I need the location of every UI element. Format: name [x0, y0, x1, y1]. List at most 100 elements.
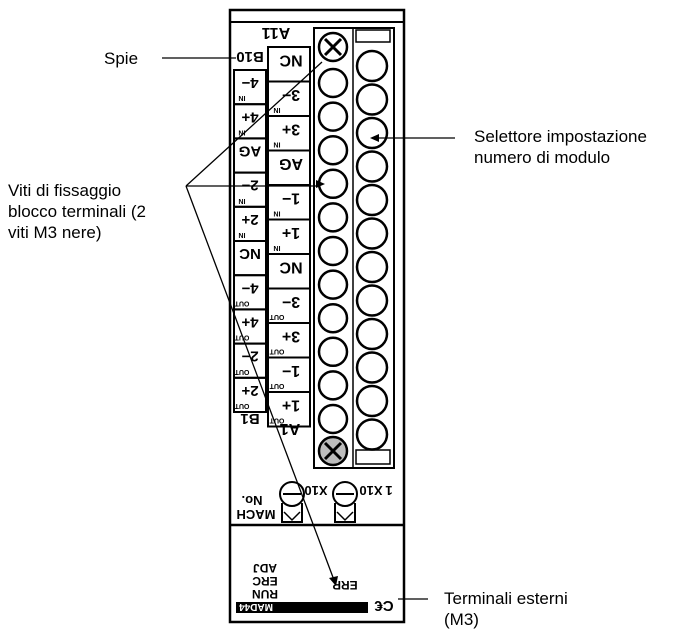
terminal-screw-icon: [355, 183, 389, 217]
right-terminal-label: AG: [279, 155, 303, 172]
viti-label-line-1: Viti di fissaggio: [8, 181, 122, 200]
x10-right-suffix: 1: [385, 483, 392, 498]
terminal-screw-icon: [317, 67, 349, 99]
led-erc-label: ERC: [252, 574, 278, 588]
left-terminal-label: 4+: [241, 108, 258, 125]
right-terminal-sublabel: OUT: [269, 313, 285, 320]
terminal-screw-icon: [355, 317, 389, 351]
right-terminal-sublabel: IN: [274, 106, 281, 113]
selettore-label-line-1: Selettore impostazione: [474, 127, 647, 146]
viti-leader-line-bottom: [185, 185, 335, 581]
screw-block-frame: [313, 27, 395, 469]
spie-label: Spie: [104, 49, 139, 68]
right-terminal-label: 1+: [282, 396, 300, 413]
viti-leader-line-top: [185, 61, 323, 187]
led-adj-label: ADJ: [253, 561, 277, 575]
mach-label: MACH: [237, 507, 276, 522]
left-bottom-label: B1: [240, 410, 259, 427]
terminal-screw-icon: [355, 418, 389, 451]
right-terminal-sublabel: IN: [274, 244, 281, 251]
terminal-screw-icon: [355, 217, 389, 250]
left-terminal-sublabel: IN: [239, 197, 246, 204]
terminali-label-line-2: (M3): [444, 610, 479, 629]
left-terminal-sublabel: IN: [239, 231, 246, 238]
right-terminal-label: 1−: [282, 189, 300, 206]
terminal-screw-icon: [317, 202, 349, 233]
rotary-switch-left-icon: [279, 481, 305, 523]
terminal-screw-icon: [317, 101, 349, 132]
left-terminal-label: 4−: [241, 279, 258, 296]
right-terminal-sublabel: OUT: [269, 348, 285, 355]
right-terminal-label: 1−: [282, 362, 300, 379]
x10-right-label: X10: [359, 483, 382, 498]
left-terminal-sublabel: IN: [239, 94, 246, 101]
model-label: MAD44: [239, 601, 273, 612]
led-err-label: ERR: [332, 578, 358, 592]
right-terminal-sublabel: OUT: [269, 417, 285, 424]
screw-column-top-slot: [355, 29, 391, 43]
right-terminal-sublabel: IN: [274, 210, 281, 217]
led-run-label: RUN: [252, 587, 278, 601]
left-terminal-sublabel: OUT: [234, 299, 250, 306]
right-terminal-cell: [267, 391, 311, 428]
viti-arrow-top: [316, 180, 325, 188]
terminal-screw-icon: [355, 49, 389, 83]
bottom-row-label: A1: [280, 420, 301, 437]
screw-column-bottom-slot: [355, 449, 391, 465]
module-housing: [228, 8, 406, 624]
no-label: No.: [242, 493, 263, 508]
right-terminal-label: 3+: [282, 120, 300, 137]
model-bar: [236, 602, 368, 613]
terminal-screw-icon: [317, 403, 349, 435]
terminali-label-line-1: Terminali esterni: [444, 589, 568, 608]
terminal-screw-icon: [355, 83, 389, 116]
x10-left-label: X10: [304, 483, 327, 498]
left-terminal-label: 2+: [241, 382, 258, 399]
rotary-switch-right-icon: [332, 481, 358, 523]
top-row-label: A11: [262, 24, 291, 41]
left-terminal-sublabel: OUT: [234, 334, 250, 341]
viti-label-line-3: viti M3 nere): [8, 223, 102, 242]
left-terminal-sublabel: OUT: [234, 368, 250, 375]
terminal-screw-icon: [317, 134, 349, 166]
logo-mark: C€: [374, 597, 394, 614]
terminal-screws-column-a: [317, 67, 349, 435]
fixing-screw-bottom-icon: [317, 435, 349, 467]
left-terminal-cell: [233, 376, 267, 413]
terminal-screw-icon: [317, 302, 349, 334]
terminal-screw-icon: [355, 384, 389, 418]
terminal-screw-icon: [355, 116, 389, 150]
right-terminal-label: 3−: [282, 293, 300, 310]
left-terminal-label: 2+: [241, 211, 258, 228]
left-terminal-label: AG: [239, 143, 262, 160]
left-terminal-label: NC: [239, 245, 261, 262]
right-terminal-sublabel: IN: [274, 141, 281, 148]
left-terminal-sublabel: IN: [239, 128, 246, 135]
right-terminal-sublabel: OUT: [269, 382, 285, 389]
viti-label-line-2: blocco terminali (2: [8, 202, 146, 221]
terminal-screws-column-b: [355, 29, 391, 465]
left-top-label: B10: [236, 48, 264, 65]
terminal-screw-icon: [355, 284, 389, 317]
left-terminal-label: 2−: [241, 177, 258, 194]
left-terminal-label: 4+: [241, 314, 258, 331]
terminal-screw-icon: [317, 235, 349, 267]
terminal-screw-icon: [317, 370, 349, 401]
selettore-label-line-2: numero di modulo: [474, 148, 611, 167]
terminal-screw-icon: [317, 336, 349, 368]
right-terminal-labels: NC3−IN3+INAG1−IN1+INNC3−OUT3+OUT1−OUT1+O…: [267, 46, 311, 428]
right-terminal-label: NC: [279, 258, 303, 275]
selettore-arrowhead: [370, 134, 379, 142]
fixing-screw-top-icon: [317, 31, 349, 63]
viti-arrow-bottom: [329, 576, 338, 586]
right-terminal-label: 3+: [282, 327, 300, 344]
terminal-screw-icon: [355, 250, 389, 284]
right-terminal-label: NC: [279, 51, 303, 68]
right-terminal-label: 1+: [282, 224, 300, 241]
terminal-screw-icon: [355, 150, 389, 183]
terminal-screw-icon: [317, 269, 349, 300]
terminal-screw-icon: [355, 351, 389, 384]
left-terminal-sublabel: OUT: [234, 402, 250, 409]
